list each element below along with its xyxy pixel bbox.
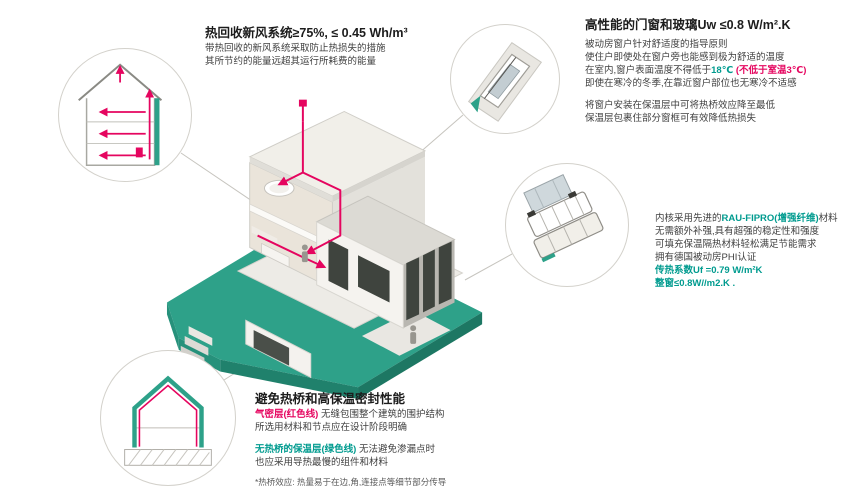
- window-corner-drawing: [467, 42, 543, 122]
- gasket: [526, 210, 537, 218]
- core-accent: [541, 252, 556, 263]
- windows-line-3-red: (不低于室温3℃): [733, 65, 807, 76]
- thermal-body: 气密层(红色线) 无缝包围整个建筑的围护结构 所选用材料和节点应在设计阶段明确 …: [255, 408, 446, 489]
- callout-ventilation-section: [58, 48, 192, 182]
- profile-line-1: 内核采用先进的RAU-FIPRO(增强纤维)材料: [655, 212, 838, 225]
- thermal-line-4: 也应采用导热最慢的组件和材料: [255, 457, 389, 468]
- ventilation-body: 带热回收的新风系统采取防止热损失的措施 其所节约的能量远超其运行所耗费的能量: [205, 42, 386, 68]
- right-building-volume: [315, 195, 456, 329]
- glass-pane: [423, 249, 435, 313]
- windows-title-value: Uw ≤0.8 W/m².K: [697, 18, 791, 32]
- roof-vent: [298, 99, 307, 107]
- front-window: [358, 255, 390, 303]
- thermal-line-3-rest: 无法避免渗漏点时: [356, 444, 435, 455]
- front-door: [328, 239, 349, 291]
- windows-title-text: 高性能的门窗和玻璃: [585, 18, 698, 32]
- profile-line-1-brand: RAU-FIPRO(增强纤维): [721, 213, 819, 224]
- windows-line-3-pre: 在室内,窗户表面温度不得低于: [585, 65, 712, 76]
- windows-line-3: 在室内,窗户表面温度不得低于18℃ (不低于室温3℃): [585, 64, 806, 77]
- kitchen-counter: [251, 225, 278, 246]
- callout-window-detail: [450, 24, 560, 134]
- gasket: [567, 190, 578, 199]
- glass: [487, 63, 521, 100]
- heat-recovery-unit: [135, 147, 143, 158]
- thermal-line-1: 气密层(红色线) 无缝包围整个建筑的围护结构: [255, 408, 446, 421]
- insulation-line-green: [132, 375, 204, 448]
- thermal-line-2: 所选用材料和节点应在设计阶段明确: [255, 422, 408, 433]
- windows-line-2: 使住户即使处在窗户旁也能感到极为舒适的温度: [585, 52, 785, 63]
- profile-line-5: 传热系数Uf =0.79 W/m²K: [655, 265, 763, 276]
- thermal-title: 避免热桥和高保温密封性能: [255, 392, 406, 406]
- glass-pane: [406, 257, 420, 321]
- windows-line-5: 将窗户安装在保温层中可将热桥效应降至最低: [585, 100, 776, 111]
- insulation-strip: [154, 98, 160, 166]
- profile-line-4: 拥有德国被动房PHI认证: [655, 252, 757, 263]
- human-figures: [301, 244, 417, 344]
- thermal-footnote: *热桥效应: 热量易于在边,角,连接点等细节部分传导: [255, 477, 447, 487]
- window-profile-drawing: [523, 174, 604, 263]
- ventilation-line-1: 带热回收的新风系统采取防止热损失的措施: [205, 43, 386, 54]
- callout-envelope-section: [100, 350, 236, 486]
- profile-line-1-post: 材料: [818, 213, 838, 224]
- profile-line-1-pre: 内核采用先进的: [655, 213, 722, 224]
- glazing-unit: [523, 174, 573, 214]
- glass-pane: [438, 241, 452, 305]
- thermal-line-3-green: 无热桥的保温层(绿色线): [255, 444, 357, 455]
- callout-profile-crosssection: [505, 163, 629, 287]
- windows-line-6: 保温层包裹住部分窗框可有效降低热损失: [585, 113, 757, 124]
- garage-front: [245, 319, 312, 379]
- windows-body: 被动房窗户针对舒适度的指导原则 使住户即使处在窗户旁也能感到极为舒适的温度 在室…: [585, 38, 806, 125]
- bathtub-inner: [269, 183, 290, 194]
- kitchen-island: [261, 242, 290, 268]
- insulation-wedge: [470, 95, 481, 113]
- ventilation-title: 热回收新风系统≥75%, ≤ 0.45 Wh/m³: [205, 26, 408, 40]
- windows-title: 高性能的门窗和玻璃Uw ≤0.8 W/m².K: [585, 14, 791, 33]
- envelope-drawing: [124, 375, 212, 466]
- profile-line-2: 无需额外补强,具有超强的稳定性和强度: [655, 226, 820, 237]
- thermal-line-1-rest: 无缝包围整个建筑的围护结构: [318, 409, 445, 420]
- ventilation-line-2: 其所节约的能量远超其运行所耗费的能量: [205, 56, 377, 67]
- profile-body: 内核采用先进的RAU-FIPRO(增强纤维)材料 无需额外补强,具有超强的稳定性…: [655, 212, 838, 290]
- thermal-line-3: 无热桥的保温层(绿色线) 无法避免渗漏点时: [255, 443, 446, 456]
- thermal-line-1-red: 气密层(红色线): [255, 409, 319, 420]
- windows-line-3-green: 18℃: [711, 65, 734, 76]
- house-section-drawing: [78, 63, 163, 166]
- house-cutaway-illustration: [166, 99, 483, 400]
- airtight-line-red: [138, 384, 198, 447]
- foundation-slab: [124, 449, 212, 466]
- profile-line-6: 整窗≤0.8W//m2.K .: [655, 278, 736, 289]
- profile-line-3: 可填充保温隔热材料轻松满足节能需求: [655, 239, 817, 250]
- windows-line-1: 被动房窗户针对舒适度的指导原则: [585, 39, 728, 50]
- windows-line-4: 即使在寒冷的冬季,在靠近窗户部位也无寒冷不适感: [585, 78, 797, 89]
